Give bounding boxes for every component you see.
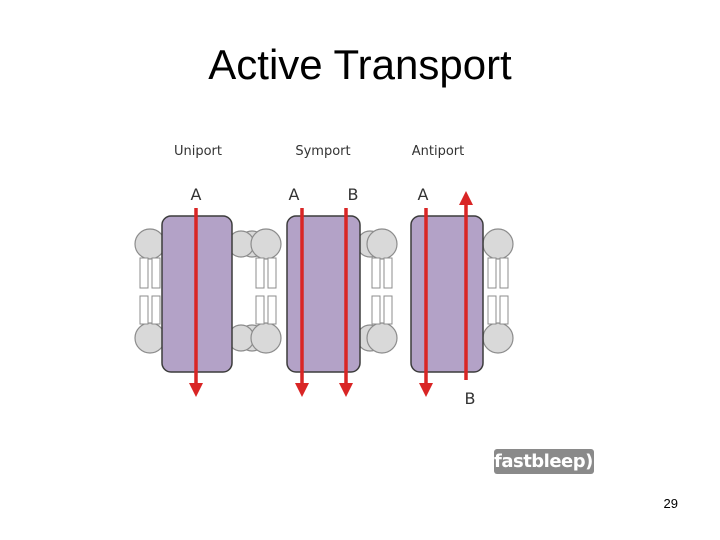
symport-transporter: Symport A B [286, 144, 361, 397]
antiport-substrate-b-label: B [465, 389, 476, 408]
phospholipid-tail [151, 295, 161, 325]
phospholipid-head-upper [134, 228, 166, 260]
symport-protein [286, 215, 361, 373]
antiport-transporter: Antiport A B [410, 144, 484, 408]
phospholipid-tail [487, 295, 497, 325]
phospholipid-head-lower [482, 322, 514, 354]
antiport-label: Antiport [412, 144, 465, 159]
slide-number: 29 [663, 496, 678, 511]
phospholipid-head-lower [250, 322, 282, 354]
phospholipid-tail [139, 295, 149, 325]
phospholipid-tail [151, 257, 161, 289]
fastbleep-logo: fastbleep)) [494, 449, 601, 474]
phospholipid-tail [499, 295, 509, 325]
symport-label: Symport [295, 144, 350, 159]
phospholipid-tail [383, 295, 393, 325]
phospholipid-tail [371, 295, 381, 325]
phospholipid-tail [255, 257, 265, 289]
symport-substrate-b-label: B [348, 185, 359, 204]
antiport-protein [410, 215, 484, 373]
phospholipid-head-upper [482, 228, 514, 260]
uniport-label: Uniport [174, 144, 222, 159]
slide-title: Active Transport [208, 41, 512, 88]
phospholipid-tail [499, 257, 509, 289]
phospholipid-head-lower [366, 322, 398, 354]
uniport-substrate-a-label: A [191, 185, 202, 204]
lipid-bilayer [134, 228, 514, 354]
phospholipid-tail [487, 257, 497, 289]
phospholipid-head-upper [250, 228, 282, 260]
phospholipid-tail [267, 295, 277, 325]
phospholipid-tail [255, 295, 265, 325]
phospholipid-tail [267, 257, 277, 289]
symport-substrate-a-label: A [289, 185, 300, 204]
phospholipid-head-lower [134, 322, 166, 354]
phospholipid-tail [371, 257, 381, 289]
uniport-transporter: Uniport A [161, 144, 233, 397]
antiport-substrate-a-label: A [418, 185, 429, 204]
phospholipid-head-upper [366, 228, 398, 260]
phospholipid-tail [139, 257, 149, 289]
phospholipid-tail [383, 257, 393, 289]
